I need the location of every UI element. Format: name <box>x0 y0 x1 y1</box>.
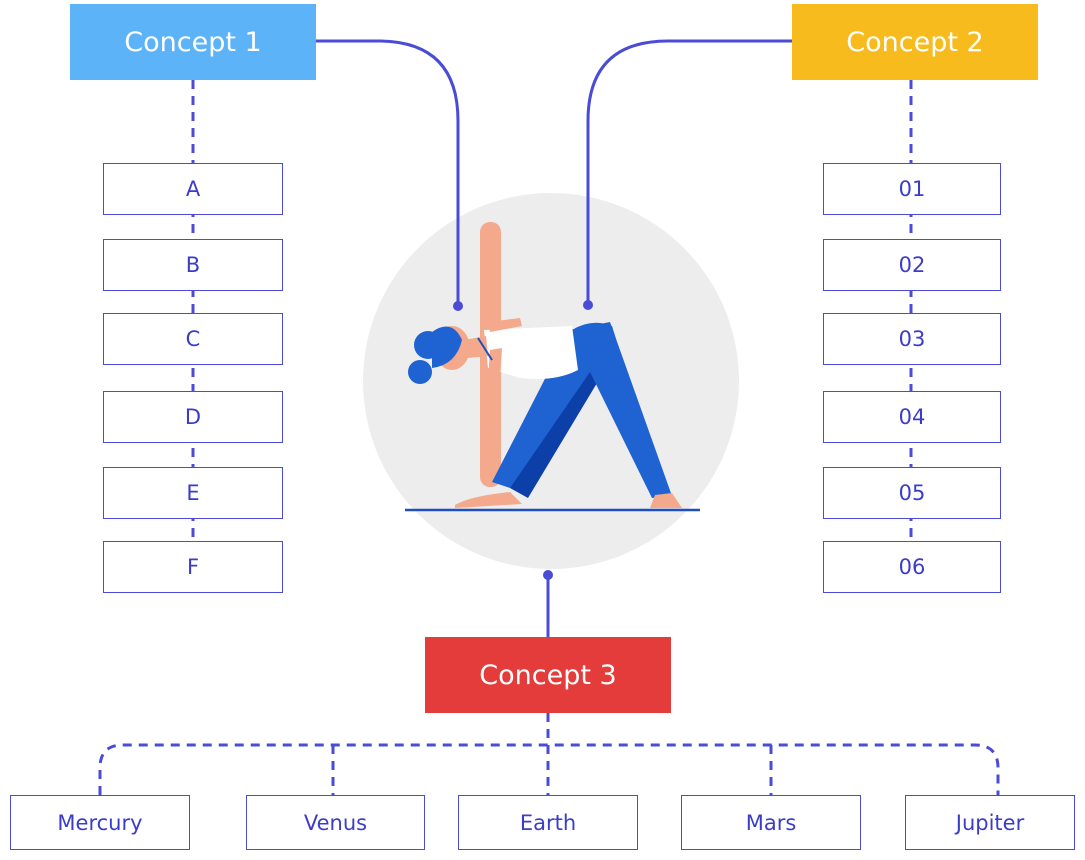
concept-2-item: 01 <box>823 163 1001 215</box>
concept-1-item: B <box>103 239 283 291</box>
concept-2-item: 03 <box>823 313 1001 365</box>
concept-3-item: Mars <box>681 795 861 850</box>
concept-1-item: D <box>103 391 283 443</box>
concept-1-item: A <box>103 163 283 215</box>
concept-3-box: Concept 3 <box>425 637 671 713</box>
connector-concept1 <box>316 39 460 306</box>
concept-3-item: Jupiter <box>905 795 1075 850</box>
dashed-line-bottom-bus <box>98 743 1000 795</box>
yoga-triangle-pose-illustration <box>405 222 700 512</box>
concept-2-item: 06 <box>823 541 1001 593</box>
concept-3-item: Earth <box>458 795 638 850</box>
connector-dot <box>543 570 553 580</box>
concept-3-item: Mercury <box>10 795 190 850</box>
concept-2-box: Concept 2 <box>792 4 1038 80</box>
concept-1-box: Concept 1 <box>70 4 316 80</box>
concept-1-item: F <box>103 541 283 593</box>
connector-dot <box>583 300 593 310</box>
concept-2-item: 05 <box>823 467 1001 519</box>
concept-1-label: Concept 1 <box>124 26 262 58</box>
concept-3-item: Venus <box>246 795 425 850</box>
concept-1-item: E <box>103 467 283 519</box>
concept-2-item: 04 <box>823 391 1001 443</box>
concept-2-label: Concept 2 <box>846 26 984 58</box>
concept-3-label: Concept 3 <box>479 659 617 691</box>
concept-2-item: 02 <box>823 239 1001 291</box>
connector-dot <box>453 301 463 311</box>
connector-concept2 <box>586 39 792 305</box>
concept-1-item: C <box>103 313 283 365</box>
